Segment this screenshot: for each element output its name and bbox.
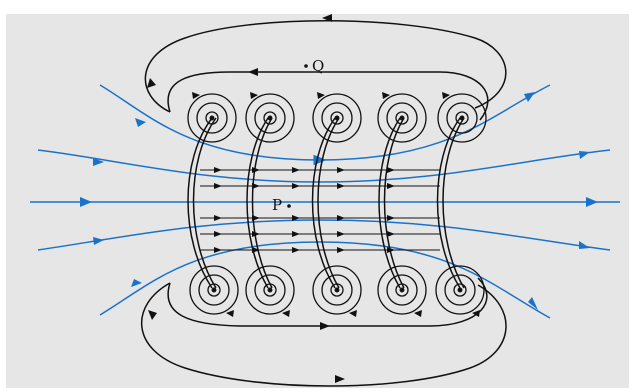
field-line-5	[99, 241, 551, 319]
wire-top-5	[437, 93, 487, 143]
wire-top-3	[312, 93, 362, 143]
winding-3b	[317, 117, 340, 289]
field-line-1	[99, 84, 551, 166]
arrow-top-left	[147, 78, 156, 88]
wire-bottom-5	[435, 265, 485, 315]
field-line-4	[37, 219, 611, 251]
outer-loop-bottom	[140, 282, 507, 387]
winding-5b	[442, 117, 465, 289]
arrow-inner-top	[248, 68, 258, 76]
winding-4	[378, 117, 401, 289]
blue-arrow-5r	[528, 297, 538, 310]
label-p: P	[272, 196, 282, 214]
arrow-inner-bottom	[320, 322, 330, 330]
blue-arrow-4l	[93, 237, 104, 245]
inner-loop-top	[167, 71, 489, 121]
wire-bottom-1	[189, 265, 239, 315]
bottom-wire-row	[189, 265, 485, 315]
arrow-bottom-left	[148, 310, 157, 320]
point-q-dot	[304, 64, 308, 68]
blue-arrow-2r	[579, 151, 590, 159]
wire-bottom-3	[312, 265, 362, 315]
blue-arrow-3r	[586, 197, 598, 207]
ring-arrows	[192, 92, 480, 317]
winding-4b	[383, 117, 405, 289]
top-strip	[0, 0, 635, 14]
label-q: Q	[312, 57, 324, 75]
axial-field-lines	[30, 84, 620, 319]
blue-arrow-3l	[80, 197, 92, 207]
wire-bottom-2	[245, 265, 295, 315]
winding-5	[436, 117, 461, 289]
outer-loop-top	[144, 20, 507, 113]
top-wire-row	[187, 93, 487, 143]
wire-bottom-4	[377, 265, 427, 315]
blue-arrow-4r	[579, 241, 590, 249]
arrow-bottom-loop	[335, 375, 345, 383]
inner-loop-bottom	[167, 277, 488, 327]
arrow-top-loop	[322, 14, 332, 22]
winding-3	[311, 117, 336, 289]
outer-loops	[140, 20, 507, 387]
blue-arrow-2l	[93, 158, 104, 166]
winding-2b	[251, 117, 273, 289]
axial-field-arrows	[80, 92, 598, 310]
winding-2	[246, 117, 269, 289]
field-line-2	[37, 149, 611, 183]
outer-loop-arrows	[147, 14, 345, 383]
blue-arrow-1r	[524, 92, 535, 102]
blue-arrow-1l	[135, 118, 146, 127]
winding-1b	[192, 117, 217, 289]
blue-arrow-5l	[131, 279, 142, 287]
wire-top-1	[187, 93, 237, 143]
point-p-dot	[287, 204, 291, 208]
wire-top-2	[245, 93, 295, 143]
wire-top-4	[377, 93, 427, 143]
